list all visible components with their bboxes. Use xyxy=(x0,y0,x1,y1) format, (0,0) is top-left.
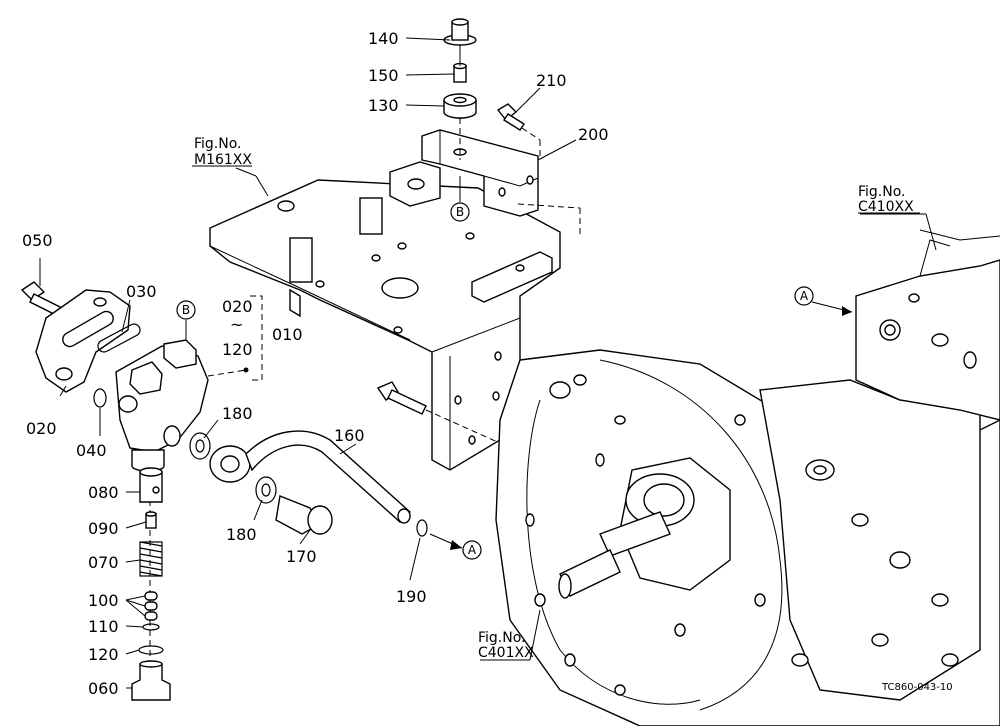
part-label: 180 xyxy=(226,525,257,544)
part-label: 010 xyxy=(272,325,303,344)
part-label: 020 xyxy=(26,419,57,438)
callout-letter: A xyxy=(800,289,809,303)
rear-housing xyxy=(855,229,1000,421)
part-label: 130 xyxy=(368,96,399,115)
part-label: ~ xyxy=(230,315,243,334)
part-label: 060 xyxy=(88,679,119,698)
part-label: 160 xyxy=(334,426,365,445)
part-label: 080 xyxy=(88,483,119,502)
leader-lines xyxy=(39,37,937,689)
callouts: B B A A A xyxy=(176,202,814,560)
fig-ref-number: C401XX xyxy=(478,645,534,661)
valve-assembly xyxy=(20,281,428,701)
part-label: 020 xyxy=(222,297,253,316)
part-label: 180 xyxy=(222,404,253,423)
part-label: 030 xyxy=(126,282,157,301)
callout-letter: A xyxy=(468,543,477,557)
part-labels: 140 150 130 210 200 020 ~ 120 010 050 03… xyxy=(22,29,609,698)
fig-ref-label: Fig.No. xyxy=(858,184,906,200)
callout-letter: B xyxy=(456,205,464,219)
part-label: 170 xyxy=(286,547,317,566)
callout-letter: B xyxy=(182,303,190,317)
part-label: 120 xyxy=(88,645,119,664)
mounting-plate xyxy=(209,179,561,471)
part-label: 200 xyxy=(578,125,609,144)
figure-references: Fig.No. M161XX Fig.No. C410XX Fig.No. C4… xyxy=(194,136,914,661)
part-label: 190 xyxy=(396,587,427,606)
part-label: 110 xyxy=(88,617,119,636)
part-label: 050 xyxy=(22,231,53,250)
fig-ref-label: Fig.No. xyxy=(194,136,242,152)
fig-ref-number: C410XX xyxy=(858,199,914,215)
bracket-assembly xyxy=(389,18,581,234)
part-label: 210 xyxy=(536,71,567,90)
part-label: 140 xyxy=(368,29,399,48)
part-label: 100 xyxy=(88,591,119,610)
drawing-code: TC860-043-10 xyxy=(881,682,953,693)
fig-ref-label: Fig.No. xyxy=(478,630,526,646)
part-label: 040 xyxy=(76,441,107,460)
part-label: 090 xyxy=(88,519,119,538)
fig-ref-number: M161XX xyxy=(194,152,252,168)
part-label: 150 xyxy=(368,66,399,85)
part-label: 070 xyxy=(88,553,119,572)
part-label: 120 xyxy=(222,340,253,359)
transmission-housing xyxy=(495,349,1000,726)
